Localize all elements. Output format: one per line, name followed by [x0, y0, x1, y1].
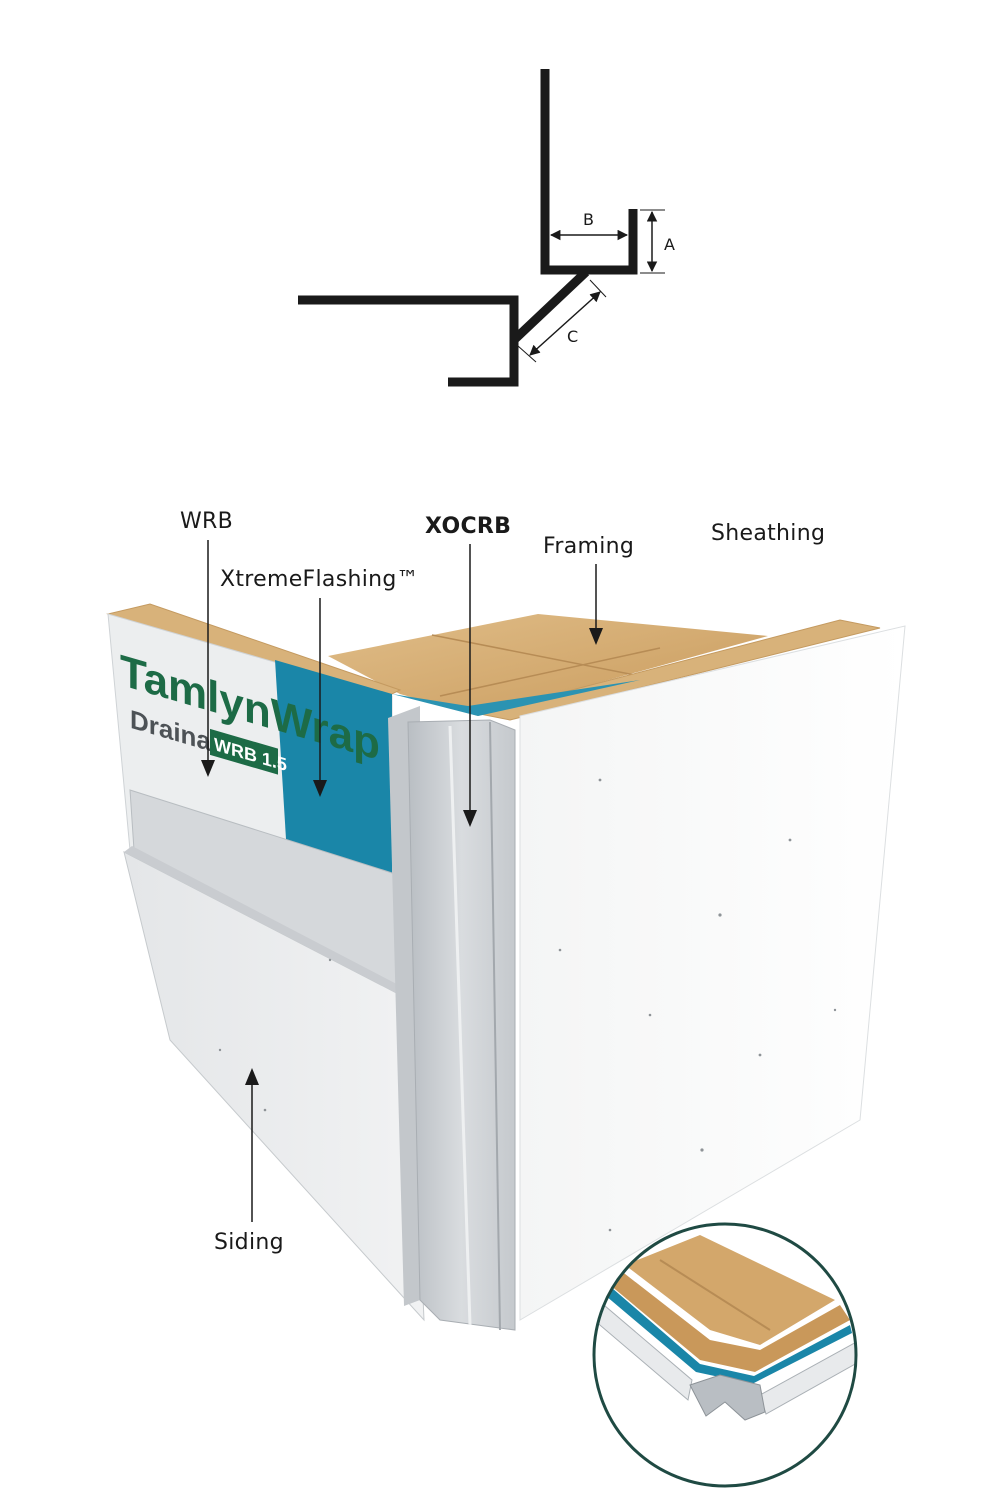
inset-flashing [606, 1288, 852, 1384]
callout-siding: Siding [214, 1230, 284, 1255]
siding-arrowhead [245, 1068, 259, 1085]
xocrb-trim-ridge [489, 721, 501, 1331]
framing-arrowhead [589, 628, 603, 645]
dimension-a-label: A [664, 235, 675, 254]
dimension-b-label: B [583, 210, 594, 229]
inset-ring [592, 1222, 858, 1488]
framing-top [328, 614, 768, 716]
callout-arrows [201, 540, 603, 1222]
xocrb-arrowhead [463, 810, 477, 827]
inset-sheathing [610, 1270, 850, 1372]
inset-framing [625, 1235, 835, 1345]
right-wall-siding [519, 625, 906, 1321]
sheathing-edge-right [479, 619, 881, 721]
callout-wrb: WRB [180, 509, 234, 534]
dimension-c-extension [589, 279, 607, 298]
dimension-c-line [529, 291, 601, 356]
xocrb-trim-ridge [448, 725, 472, 1326]
wrap-badge [210, 728, 278, 775]
callout-framing: Framing [543, 534, 635, 559]
callout-xocrb: XOCRB [425, 514, 512, 539]
xocrb-trim-face [407, 719, 516, 1331]
inset-detail [592, 1222, 858, 1488]
siding-panel [123, 851, 425, 1322]
callout-sheathing: Sheathing [711, 521, 826, 546]
xtremeflashing-arrowhead [313, 780, 327, 797]
siding-panel-top-edge [124, 846, 412, 1000]
trim-profile-drawing: B A C [298, 69, 675, 387]
wrb-arrowhead [201, 760, 215, 777]
framing-seam [431, 634, 641, 677]
siding-texture [218, 778, 837, 1232]
inset-trim [689, 1374, 766, 1421]
dimension-c-label: C [567, 327, 578, 346]
callout-xtremeflashing: XtremeFlashing™ [220, 567, 419, 592]
framing-seam [439, 647, 661, 697]
xtremeflashing-top-edge [392, 680, 640, 716]
dimension-c-extension [517, 345, 537, 363]
